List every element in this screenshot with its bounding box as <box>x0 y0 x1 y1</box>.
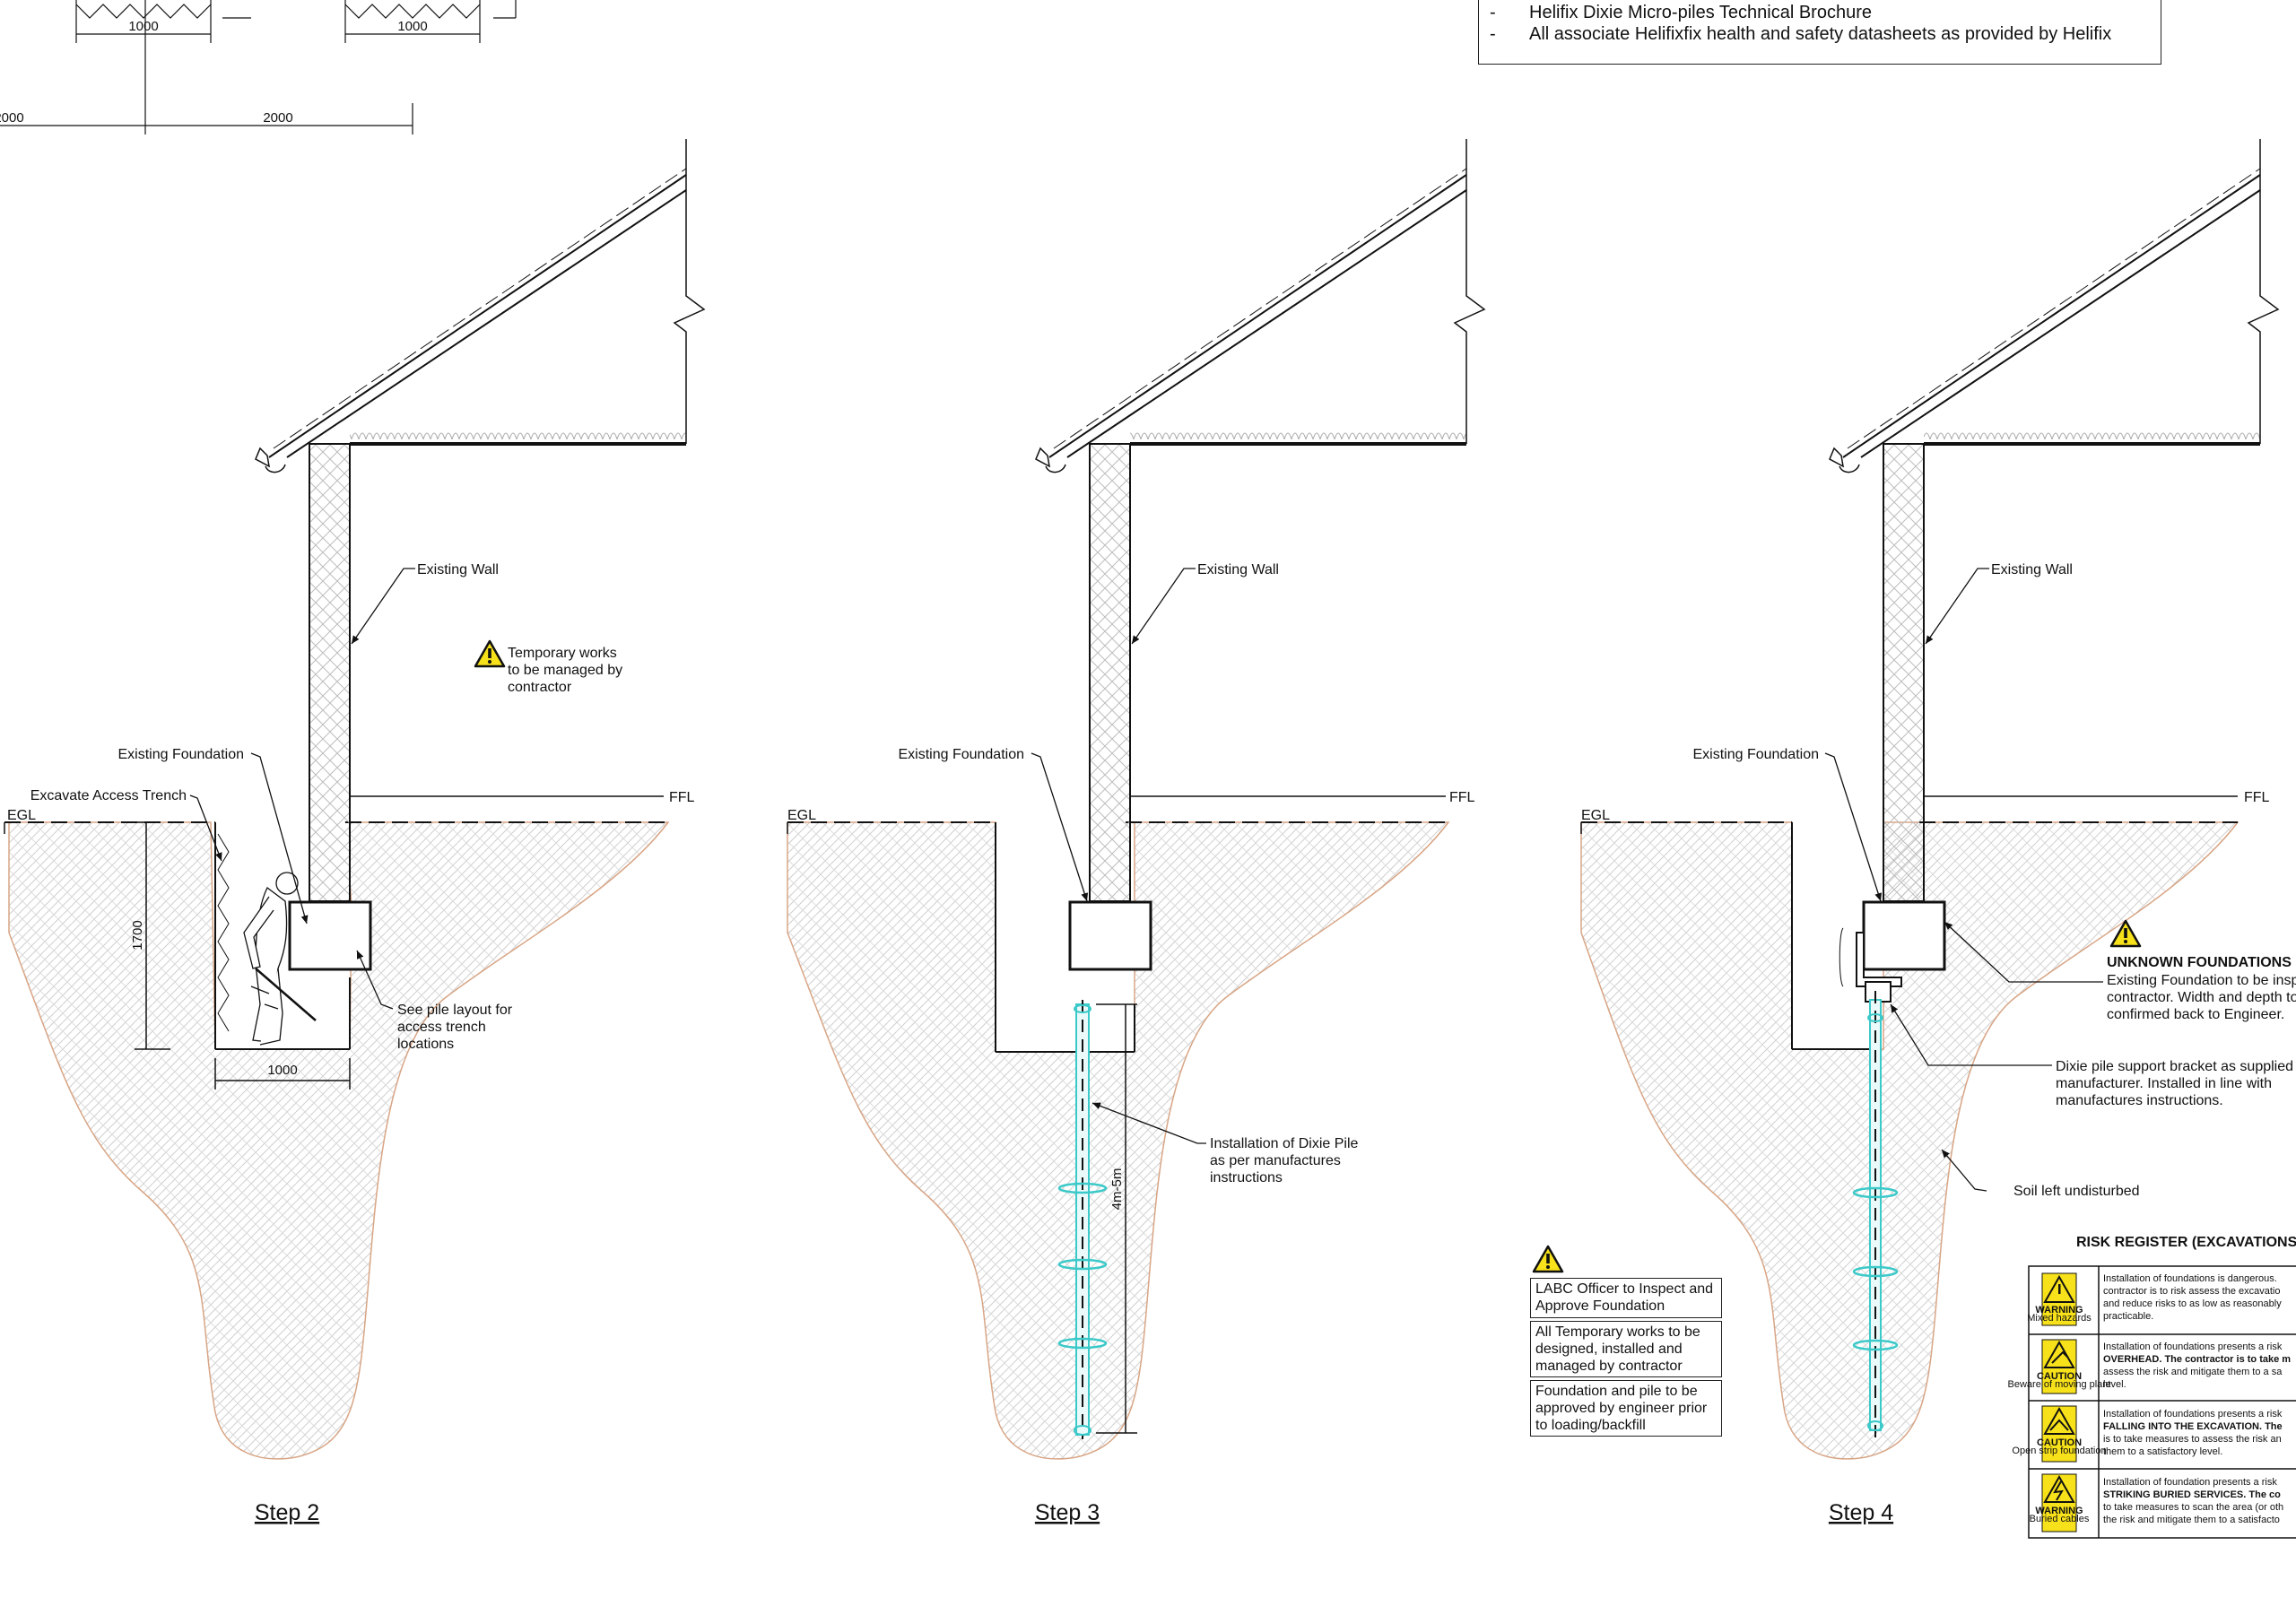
svg-text:Installation of foundations pr: Installation of foundations presents a r… <box>2103 1409 2283 1420</box>
dixie-pile-installed <box>1852 991 1899 1439</box>
reference-item-1: -Helifix Dixie Micro-piles Technical Bro… <box>1490 3 1872 22</box>
dim-1700: 1700 <box>130 920 145 950</box>
svg-text:Mixed hazards: Mixed hazards <box>2027 1313 2092 1324</box>
bracket-line2: manufacturer. Installed in line with <box>2056 1076 2272 1091</box>
svg-text:Beware of moving plant: Beware of moving plant <box>2008 1379 2111 1390</box>
step2-egl-label: EGL <box>7 808 36 823</box>
unknown-foundations-heading: UNKNOWN FOUNDATIONS <box>2107 955 2292 970</box>
reference-box: -Helifix Dixie Micro-piles Technical Bro… <box>1478 0 2161 65</box>
soil-undisturbed-label: Soil left undisturbed <box>2013 1184 2140 1199</box>
step4-existing-foundation-label: Existing Foundation <box>1692 747 1819 762</box>
svg-text:Installation of foundations pr: Installation of foundations presents a r… <box>2103 1341 2283 1352</box>
risk-register: RISK REGISTER (EXCAVATIONS WARNING Mixed… <box>2008 1235 2296 1539</box>
svg-text:the risk and mitigate them to: the risk and mitigate them to a satisfac… <box>2103 1515 2280 1525</box>
svg-text:to take measures to scan the a: to take measures to scan the area (or ot… <box>2103 1502 2283 1513</box>
svg-text:practicable.: practicable. <box>2103 1311 2153 1322</box>
svg-text:Installation of foundation pre: Installation of foundation presents a ri… <box>2103 1477 2277 1488</box>
step2-existing-wall-label: Existing Wall <box>417 562 499 577</box>
dim-1000-a: 1000 <box>128 19 158 34</box>
svg-text:FALLING INTO THE EXCAVATION. T: FALLING INTO THE EXCAVATION. The <box>2103 1421 2283 1432</box>
svg-text:them to a satisfactory level.: them to a satisfactory level. <box>2103 1446 2222 1457</box>
reference-item-2: -All associate Helifixfix health and saf… <box>1490 24 2112 44</box>
risk-row-2: CAUTION Beware of moving plant Installat… <box>2008 1339 2291 1394</box>
step4-ffl-label: FFL <box>2244 790 2270 805</box>
dixie-pile <box>1057 1000 1108 1439</box>
svg-text:level.: level. <box>2103 1379 2126 1390</box>
top-dimension-fragment: 1000 1000 2000 2000 <box>0 0 517 135</box>
worker-figure-icon <box>243 872 317 1046</box>
svg-text:STRIKING BURIED SERVICES. The: STRIKING BURIED SERVICES. The co <box>2103 1489 2281 1500</box>
step3-ffl-label: FFL <box>1449 790 1475 805</box>
step4-existing-wall-label: Existing Wall <box>1991 562 2073 577</box>
step-3-drawing: 4m-5m Existing Wall Existing Foundation … <box>787 139 1486 1525</box>
step2-temp-works-line3: contractor <box>508 680 572 695</box>
svg-text:CAUTION: CAUTION <box>2037 1437 2082 1448</box>
step3-existing-foundation-label: Existing Foundation <box>898 747 1024 762</box>
svg-text:CAUTION: CAUTION <box>2037 1371 2082 1382</box>
note-temporary-works: All Temporary works to be designed, inst… <box>1530 1321 1722 1377</box>
step-2-title: Step 2 <box>255 1500 319 1525</box>
step2-ffl-label: FFL <box>669 790 695 805</box>
step3-installation-line3: instructions <box>1210 1170 1283 1185</box>
risk-row-4: WARNING Buried cables Installation of fo… <box>2030 1473 2283 1533</box>
dim-2000-a: 2000 <box>0 110 24 126</box>
lightning-icon <box>2053 1480 2064 1501</box>
step2-pile-layout-line3: locations <box>397 1037 454 1052</box>
step2-temp-works-line2: to be managed by <box>508 663 622 678</box>
svg-text:and reduce risks to as low as: and reduce risks to as low as reasonably <box>2103 1298 2282 1309</box>
step3-existing-wall-label: Existing Wall <box>1197 562 1279 577</box>
step-2-drawing: 1700 1000 Existing Wall Existing Foundat… <box>4 139 706 1525</box>
svg-text:contractor is to risk assess t: contractor is to risk assess the excavat… <box>2103 1286 2280 1297</box>
step2-pile-layout-line2: access trench <box>397 1020 486 1035</box>
svg-text:OVERHEAD. The contractor is to: OVERHEAD. The contractor is to take m <box>2103 1354 2291 1365</box>
exclamation-icon <box>2058 1284 2061 1294</box>
step3-installation-line2: as per manufactures <box>1210 1153 1341 1168</box>
warning-triangle-icon <box>1532 1245 1564 1273</box>
risk-register-title: RISK REGISTER (EXCAVATIONS <box>2076 1235 2296 1250</box>
step-4-drawing: Existing Wall Existing Foundation EGL FF… <box>1532 139 2296 1525</box>
step4-egl-label: EGL <box>1581 808 1610 823</box>
step-3-title: Step 3 <box>1035 1500 1100 1525</box>
falling-person-icon <box>2049 1419 2069 1431</box>
excavator-icon <box>2051 1350 2069 1364</box>
svg-text:is to take measures to assess: is to take measures to assess the risk a… <box>2103 1434 2282 1445</box>
unknown-foundations-line1: Existing Foundation to be insp <box>2107 973 2296 988</box>
step3-installation-line1: Installation of Dixie Pile <box>1210 1136 1359 1151</box>
svg-text:WARNING: WARNING <box>2035 1506 2083 1516</box>
warning-triangle-icon <box>474 639 506 668</box>
dim-2000-b: 2000 <box>263 110 292 126</box>
svg-text:Installation of foundations is: Installation of foundations is dangerous… <box>2103 1273 2277 1284</box>
dim-4m-5m: 4m-5m <box>1109 1168 1125 1211</box>
step2-excavate-label: Excavate Access Trench <box>30 788 187 803</box>
dim-1000-trench: 1000 <box>267 1063 297 1078</box>
unknown-foundations-line2: contractor. Width and depth to <box>2107 990 2296 1005</box>
note-labc-inspect: LABC Officer to Inspect and Approve Foun… <box>1530 1278 1722 1318</box>
unknown-foundations-line3: confirmed back to Engineer. <box>2107 1007 2284 1022</box>
bracket-line1: Dixie pile support bracket as supplied b <box>2056 1059 2296 1074</box>
svg-text:WARNING: WARNING <box>2035 1305 2083 1315</box>
svg-text:Open strip foundation: Open strip foundation <box>2012 1446 2106 1456</box>
risk-row-1: WARNING Mixed hazards Installation of fo… <box>2027 1272 2282 1326</box>
step3-egl-label: EGL <box>787 808 816 823</box>
step2-existing-foundation-label: Existing Foundation <box>117 747 244 762</box>
step2-pile-layout-line1: See pile layout for <box>397 1003 513 1018</box>
step-4-title: Step 4 <box>1829 1500 1893 1525</box>
step2-temp-works-line1: Temporary works <box>508 646 617 661</box>
bracket-line3: manufactures instructions. <box>2056 1093 2223 1108</box>
note-engineer-approval: Foundation and pile to be approved by en… <box>1530 1380 1722 1437</box>
dim-1000-b: 1000 <box>397 19 427 34</box>
risk-row-3: CAUTION Open strip foundation Installati… <box>2012 1405 2283 1463</box>
svg-text:assess the risk and mitigate t: assess the risk and mitigate them to a s… <box>2103 1367 2283 1377</box>
svg-text:Buried cables: Buried cables <box>2030 1514 2090 1524</box>
